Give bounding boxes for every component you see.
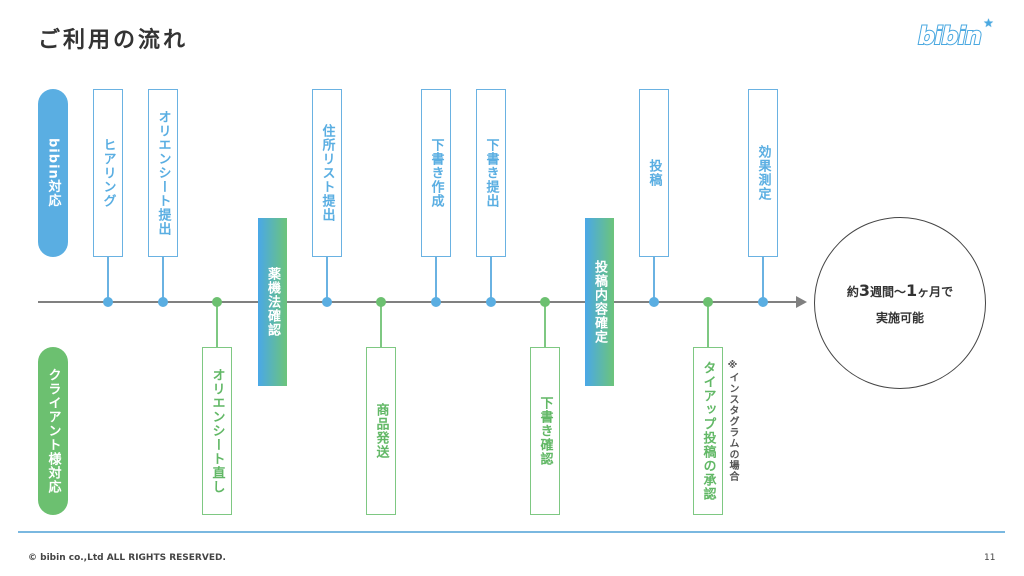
- step-draft-create: 下書き作成: [421, 89, 451, 257]
- bibin-logo: bibin★: [917, 16, 994, 51]
- footer-divider: [18, 531, 1005, 533]
- page-title: ご利用の流れ: [38, 28, 189, 53]
- page-number: 11: [984, 553, 996, 563]
- step-tieup-approval: タイアップ投稿の承認: [693, 347, 723, 515]
- duration-mid: 週間〜: [869, 285, 906, 300]
- step-ship-product: 商品発送: [366, 347, 396, 515]
- timeline-dot: [703, 297, 713, 307]
- timeline-dot: [649, 297, 659, 307]
- timeline-dot: [212, 297, 222, 307]
- copyright: © bibin co.,Ltd ALL RIGHTS RESERVED.: [28, 553, 226, 563]
- star-icon: ★: [983, 16, 994, 30]
- duration-circle: 約3週間〜1ヶ月で 実施可能: [814, 217, 986, 389]
- step-post: 投稿: [639, 89, 669, 257]
- timeline-arrow-icon: [796, 296, 807, 308]
- lane-label-client: クライアント様対応: [38, 347, 68, 515]
- timeline-dot: [158, 297, 168, 307]
- timeline-dot: [376, 297, 386, 307]
- step-pharma-law-check: 薬機法確認: [258, 218, 287, 386]
- step-draft-submit: 下書き提出: [476, 89, 506, 257]
- step-orient-fix: オリエンシート直し: [202, 347, 232, 515]
- duration-line2: 実施可能: [875, 310, 924, 325]
- timeline-dot: [103, 297, 113, 307]
- duration-weeks: 3: [858, 281, 870, 301]
- step-measure: 効果測定: [748, 89, 778, 257]
- timeline-dot: [486, 297, 496, 307]
- step-hearing: ヒアリング: [93, 89, 123, 257]
- duration-prefix: 約: [846, 285, 859, 300]
- duration-months: 1: [906, 281, 918, 301]
- timeline-axis: [38, 301, 798, 303]
- timeline-dot: [758, 297, 768, 307]
- timeline-dot: [431, 297, 441, 307]
- lane-label-bibin: bibin対応: [38, 89, 68, 257]
- duration-suffix: ヶ月で: [917, 285, 954, 300]
- timeline-dot: [322, 297, 332, 307]
- step-orient-sheet: オリエンシート提出: [148, 89, 178, 257]
- step-address-list: 住所リスト提出: [312, 89, 342, 257]
- timeline-dot: [540, 297, 550, 307]
- instagram-note: ※インスタグラムの場合: [727, 360, 738, 482]
- step-post-content-confirm: 投稿内容確定: [585, 218, 614, 386]
- step-draft-check: 下書き確認: [530, 347, 560, 515]
